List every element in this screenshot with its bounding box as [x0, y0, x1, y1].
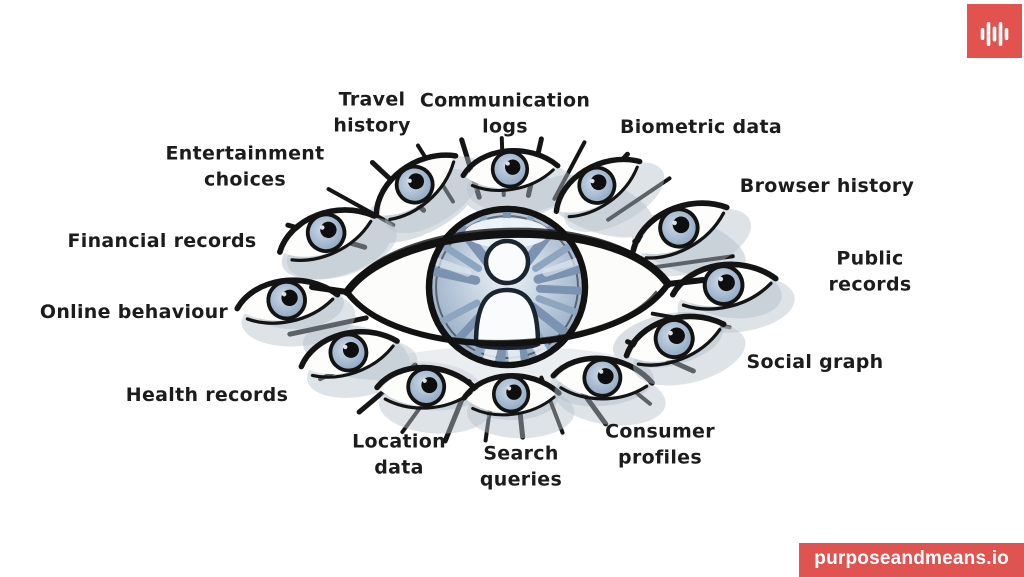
- central-eyelids: [309, 227, 706, 347]
- label-public-records: Public records: [828, 247, 912, 295]
- audio-waveform-icon: [980, 22, 1009, 46]
- label-consumer-profiles: Consumer profiles: [605, 420, 715, 468]
- label-online-behaviour: Online behaviour: [39, 301, 229, 324]
- label-entertainment-choices: Entertainment choices: [165, 142, 325, 190]
- label-biometric-data: Biometric data: [619, 116, 783, 139]
- central-eye: [309, 205, 706, 369]
- label-financial-records: Financial records: [67, 230, 257, 253]
- label-location-data: Location data: [352, 430, 446, 478]
- label-communication-logs: Communication logs: [419, 89, 591, 137]
- label-travel-history: Travel history: [333, 88, 411, 136]
- website-banner: purposeandmeans.io: [799, 543, 1024, 577]
- label-social-graph: Social graph: [746, 351, 884, 374]
- brand-logo: [967, 4, 1022, 58]
- label-browser-history: Browser history: [739, 175, 915, 198]
- label-search-queries: Search queries: [479, 442, 563, 490]
- person-silhouette-icon: [473, 238, 541, 350]
- label-health-records: Health records: [125, 384, 289, 407]
